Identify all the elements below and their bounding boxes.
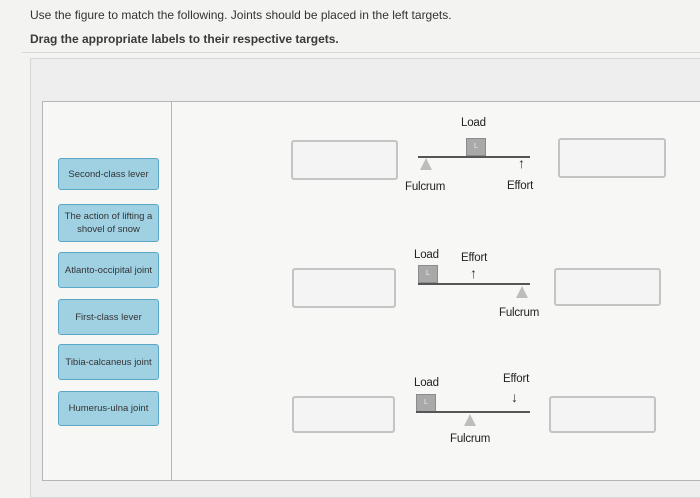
target-right-3[interactable] bbox=[549, 396, 656, 433]
arrow-up-icon: ↑ bbox=[470, 265, 477, 281]
fulcrum-label: Fulcrum bbox=[499, 307, 540, 319]
fulcrum-icon bbox=[464, 414, 476, 426]
effort-label: Effort bbox=[461, 252, 488, 264]
effort-label: Effort bbox=[507, 180, 534, 192]
lever-beam bbox=[418, 156, 530, 158]
target-left-3[interactable] bbox=[292, 396, 395, 433]
load-label: Load bbox=[414, 377, 439, 389]
target-left-1[interactable] bbox=[291, 140, 398, 180]
arrow-up-icon: ↑ bbox=[518, 155, 525, 171]
fulcrum-icon bbox=[420, 158, 432, 170]
load-box: L bbox=[418, 265, 438, 283]
arrow-down-icon: ↓ bbox=[511, 389, 518, 405]
target-right-2[interactable] bbox=[554, 268, 661, 306]
load-box: L bbox=[466, 138, 486, 156]
fulcrum-icon bbox=[516, 286, 528, 298]
fulcrum-label: Fulcrum bbox=[450, 433, 491, 445]
lever-beam bbox=[416, 411, 530, 413]
load-label: Load bbox=[414, 249, 439, 261]
label-second-class-lever[interactable]: Second-class lever bbox=[58, 158, 159, 190]
instruction-text: Use the figure to match the following. J… bbox=[30, 8, 452, 22]
fulcrum-label: Fulcrum bbox=[405, 181, 446, 193]
label-lifting-shovel[interactable]: The action of lifting a shovel of snow bbox=[58, 204, 159, 242]
load-box: L bbox=[416, 394, 436, 412]
lever-beam bbox=[418, 283, 530, 285]
instruction-heading: Drag the appropriate labels to their res… bbox=[30, 32, 339, 46]
load-label: Load bbox=[461, 117, 486, 129]
label-humerus-ulna-joint[interactable]: Humerus-ulna joint bbox=[58, 391, 159, 426]
target-right-1[interactable] bbox=[558, 138, 666, 178]
label-bank bbox=[42, 101, 172, 481]
effort-label: Effort bbox=[503, 373, 530, 385]
target-left-2[interactable] bbox=[292, 268, 396, 308]
label-atlanto-occipital-joint[interactable]: Atlanto-occipital joint bbox=[58, 252, 159, 288]
divider bbox=[22, 52, 700, 53]
label-first-class-lever[interactable]: First-class lever bbox=[58, 299, 159, 335]
label-tibia-calcaneus-joint[interactable]: Tibia-calcaneus joint bbox=[58, 344, 159, 380]
